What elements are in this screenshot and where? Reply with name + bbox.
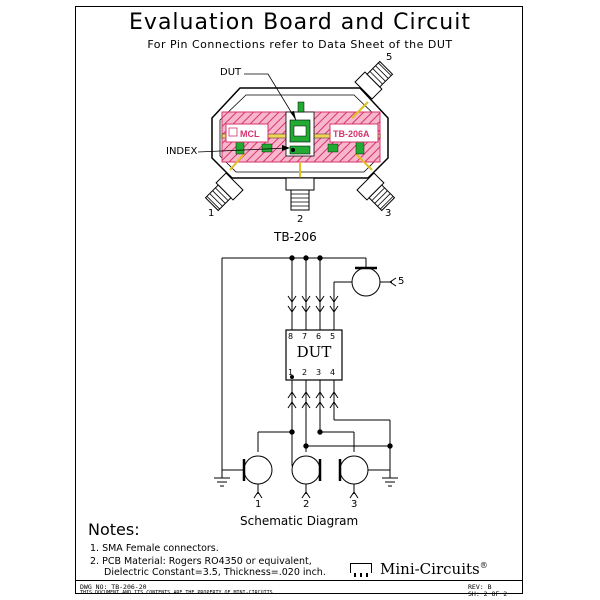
source-1 [243,455,273,485]
schematic-dut-label: DUT [296,343,332,361]
note-1: 1. SMA Female connectors. [90,543,219,554]
note-2-cont: Dielectric Constant=3.5, Thickness=.020 … [104,567,326,578]
note-2: 2. PCB Material: Rogers RO4350 or equiva… [90,556,312,567]
pin-7-label: 7 [302,332,308,341]
board-caption: TB-206 [274,230,317,244]
board-port-3-label: 3 [385,208,392,219]
source-5 [351,267,381,297]
footer-divider [76,580,522,581]
source-3 [339,455,369,485]
board-port-5-label: 5 [386,52,393,63]
pin-3-label: 3 [316,368,322,377]
page-title: Evaluation Board and Circuit [129,10,471,35]
revision: REV: B [468,583,492,591]
board-port-1-label: 1 [208,208,215,219]
source-2 [291,455,321,485]
schematic-port-2-label: 2 [303,499,310,510]
page-subtitle: For Pin Connections refer to Data Sheet … [147,38,453,51]
pin-5-label: 5 [330,332,336,341]
board-index-label: INDEX [166,146,198,157]
schematic [214,255,398,499]
pin-8-label: 8 [288,332,294,341]
pin-1-label: 1 [288,368,294,377]
drawing-border [75,6,523,594]
connector-5 [354,60,394,100]
connector-1 [204,172,244,212]
schematic-caption: Schematic Diagram [240,514,359,528]
pin-2-label: 2 [302,368,308,377]
part-label-text: TB-206A [333,129,370,139]
dwg-number: DWG NO: TB-206-20 [80,583,147,591]
evaluation-board: MCL TB-206A [197,60,396,212]
disclaimer: THIS DOCUMENT AND ITS CONTENTS ARE THE P… [80,590,276,596]
schematic-dut-box [285,329,343,381]
schematic-port-1-label: 1 [255,499,262,510]
notes-title: Notes: [88,520,140,539]
company-logo-text: Mini-Circuits® [380,560,488,578]
connector-2 [285,177,315,211]
connector-3 [356,172,396,212]
part-label-box [329,123,379,143]
schematic-port-3-label: 3 [351,499,358,510]
dut-leader [244,73,297,121]
schematic-port-5-label: 5 [398,276,405,287]
pin-6-label: 6 [316,332,322,341]
index-leader [197,147,289,153]
mcl-label-box [225,123,269,143]
logo-icon [350,563,372,573]
board-port-2-label: 2 [297,214,304,225]
mcl-text: MCL [240,129,260,139]
pin-1-index-dot [290,375,294,379]
pin-4-label: 4 [330,368,336,377]
sheet-number: SH: 2 OF 2 [468,590,508,598]
board-dut-label: DUT [220,67,242,78]
